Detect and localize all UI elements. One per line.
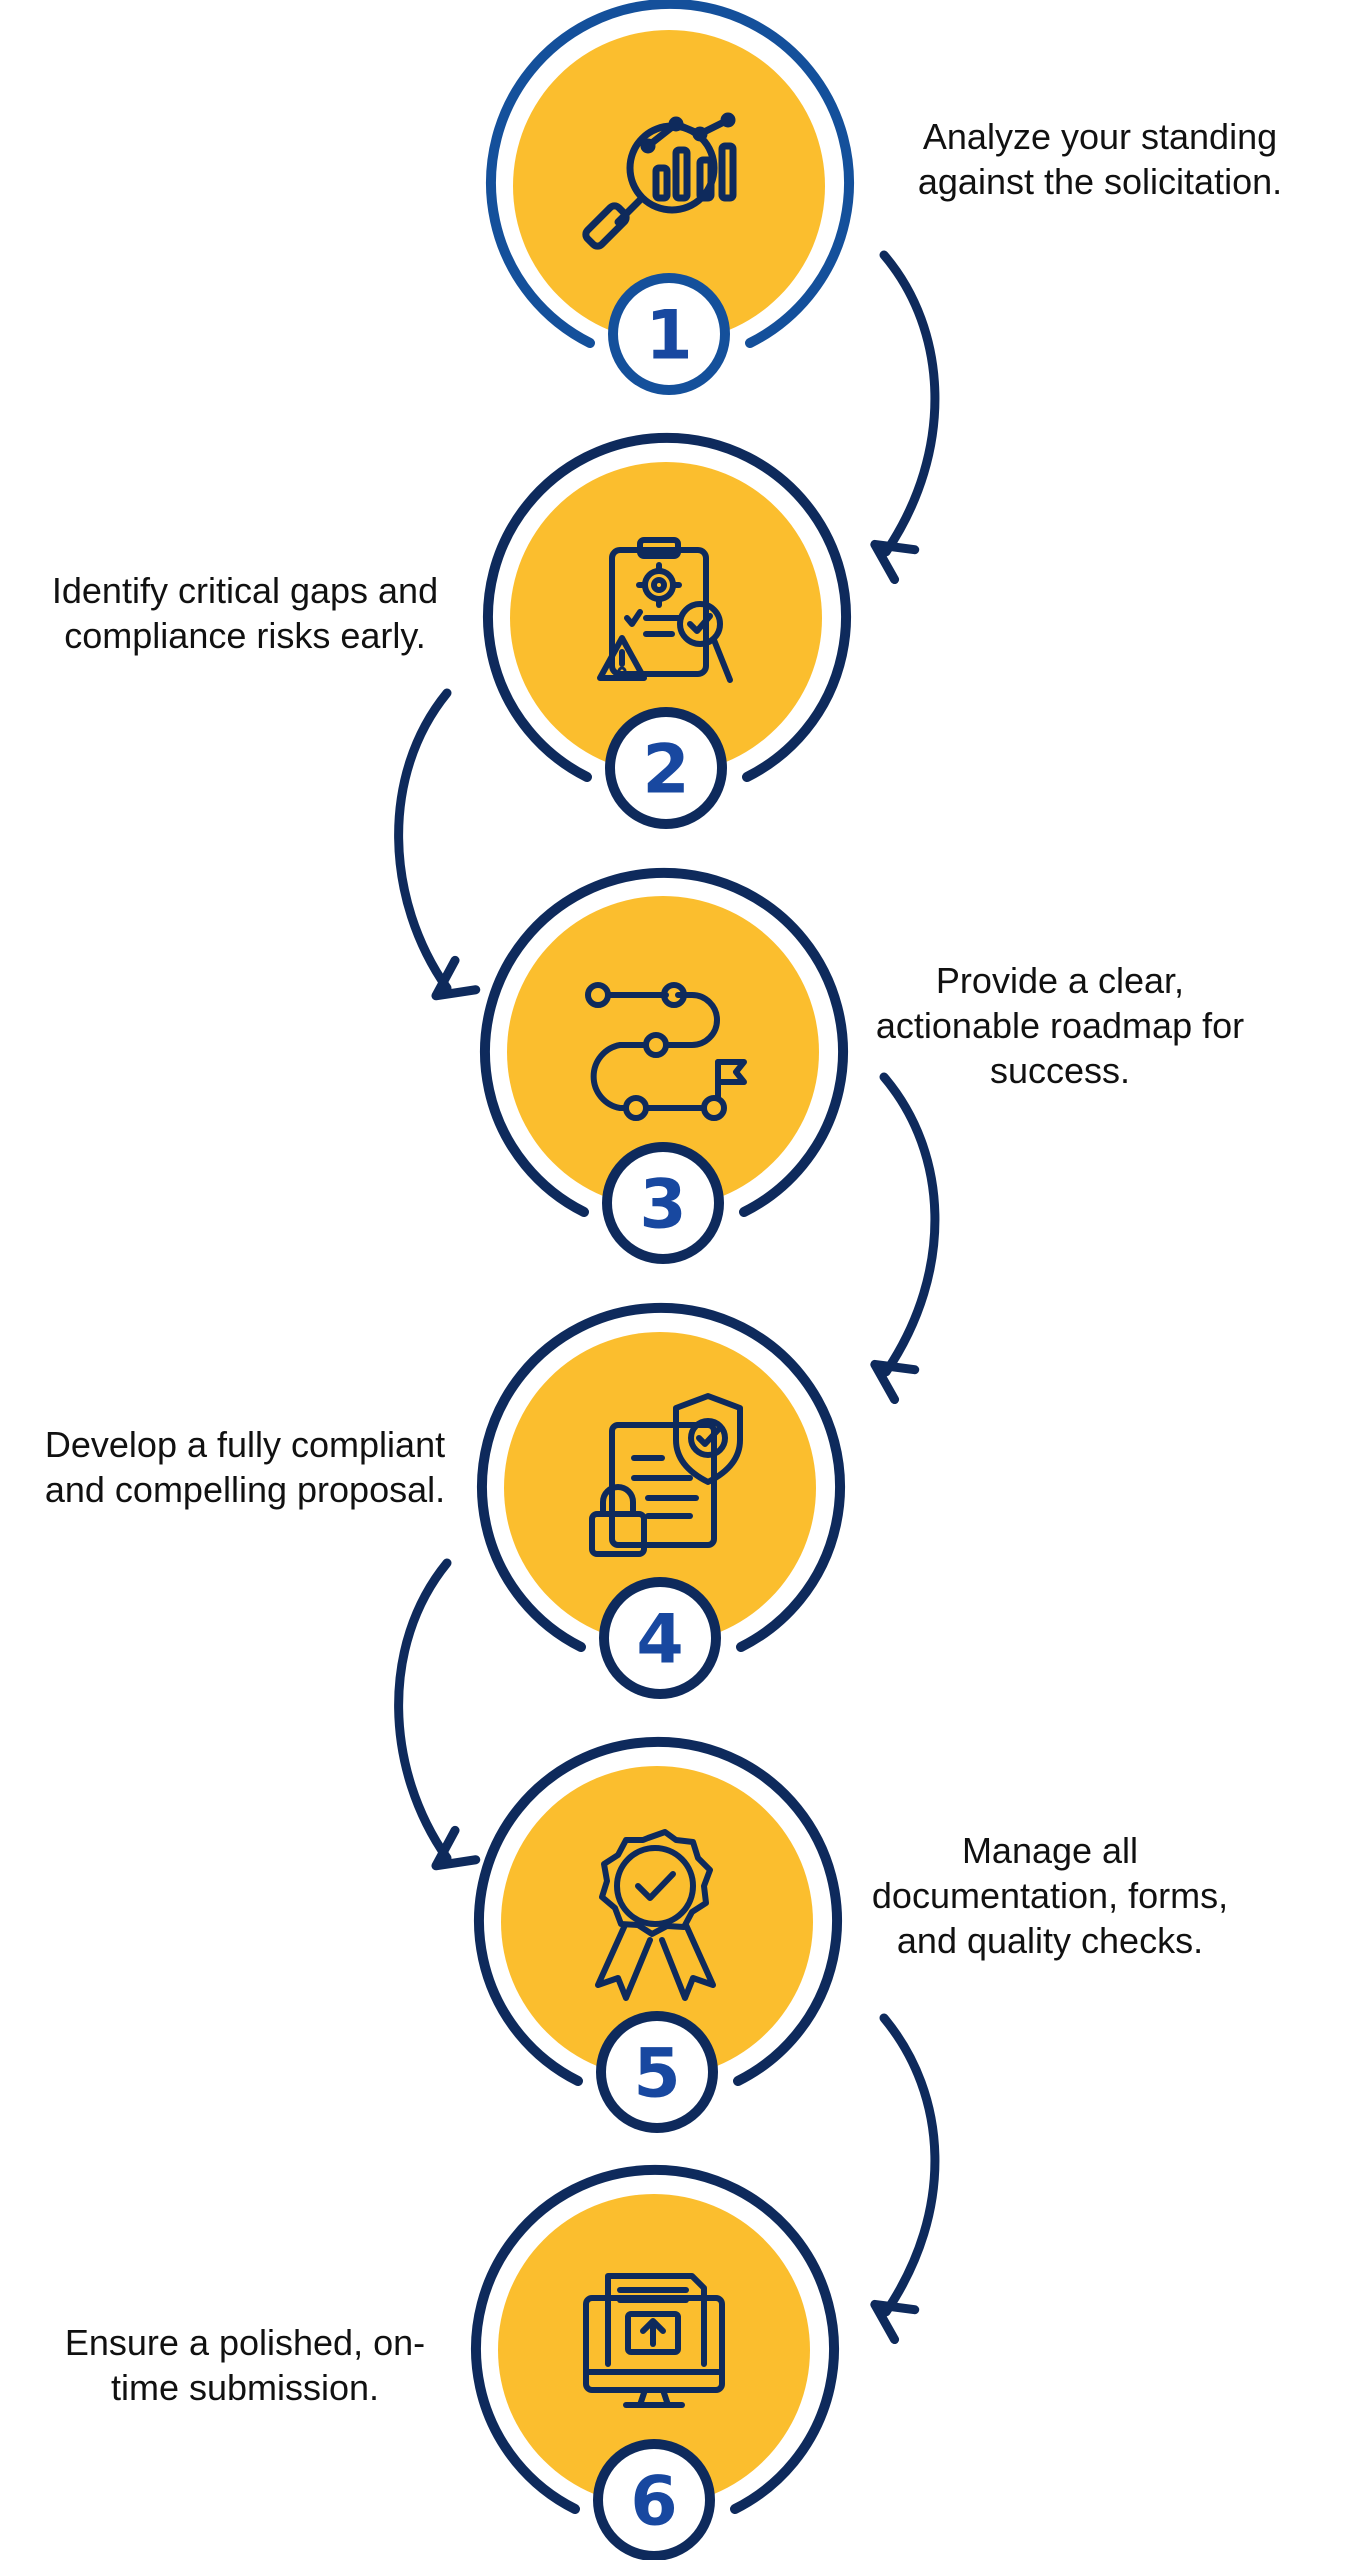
step-1: 1 <box>486 0 854 395</box>
arrow-1-to-2 <box>870 250 940 585</box>
award-badge-check-icon <box>595 1829 716 2001</box>
step-6: 6 <box>471 2164 839 2560</box>
step-4-description: Develop a fully compliant and compelling… <box>44 1424 446 1510</box>
step-6-badge <box>593 2439 715 2560</box>
step-5-description: Manage all documentation, forms, and qua… <box>871 1830 1229 1961</box>
step-3: 3 <box>480 867 848 1264</box>
arrow-5-to-6 <box>870 2013 940 2345</box>
monitor-upload-icon <box>583 2273 725 2408</box>
step-1-badge <box>608 273 730 395</box>
step-4-ring <box>477 1302 845 1652</box>
route-flag-icon <box>585 982 747 1121</box>
step-3-badge <box>602 1142 724 1264</box>
step-2-number: 2 <box>642 731 689 810</box>
magnifier-chart-icon <box>582 112 737 250</box>
step-2: 2 <box>483 432 851 829</box>
step-6-number: 6 <box>630 2463 677 2542</box>
step-3-description: Provide a clear, actionable roadmap for … <box>875 960 1245 1091</box>
step-3-ring <box>480 867 848 1217</box>
step-1-description: Analyze your standing against the solici… <box>917 116 1283 202</box>
step-5-badge <box>596 2011 718 2133</box>
step-5: 5 <box>474 1736 842 2133</box>
connector-arrows <box>394 250 940 2345</box>
step-2-badge <box>605 707 727 829</box>
document-shield-lock-icon <box>589 1393 743 1557</box>
step-6-description: Ensure a polished, on-time submission. <box>64 2322 426 2408</box>
arrow-4-to-5 <box>394 1558 481 1871</box>
arrow-2-to-3 <box>394 688 481 1001</box>
step-6-ring <box>471 2164 839 2514</box>
step-4-number: 4 <box>636 1601 683 1680</box>
step-5-ring <box>474 1736 842 2086</box>
step-3-number: 3 <box>639 1166 686 1245</box>
step-1-number: 1 <box>645 297 692 376</box>
step-1-ring <box>486 0 854 348</box>
step-2-ring <box>483 432 851 782</box>
clipboard-gear-warning-icon <box>597 537 733 683</box>
step-4-badge <box>599 1577 721 1699</box>
arrow-3-to-4 <box>870 1072 940 1405</box>
step-2-description: Identify critical gaps and compliance ri… <box>51 570 439 656</box>
step-5-number: 5 <box>633 2035 680 2114</box>
step-4: 4 <box>477 1302 845 1699</box>
